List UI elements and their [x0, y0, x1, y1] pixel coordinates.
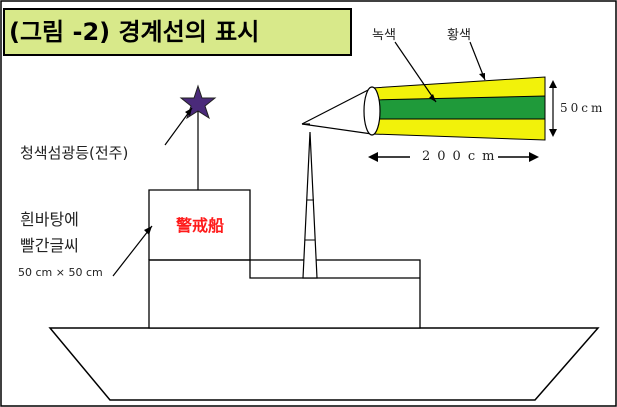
pointer-arrow-star — [164, 107, 193, 146]
arrowhead — [479, 73, 485, 80]
width-label: 50cm — [560, 101, 606, 115]
arrowhead — [144, 226, 152, 235]
pointer-arrow-green — [394, 41, 437, 103]
sign-note-line2: 빨간글씨 — [20, 236, 79, 255]
green-streamer — [371, 95, 546, 120]
sign-text: 警戒船 — [175, 216, 224, 235]
deck-house — [148, 259, 421, 329]
green-label: 녹색 — [372, 28, 396, 43]
cone-ring — [363, 86, 381, 136]
arrowhead — [549, 129, 557, 137]
cone-line-bottom — [301, 123, 373, 135]
pointer-arrow-sign — [112, 225, 153, 277]
length-label: 200cm — [422, 149, 502, 164]
antenna-mast — [302, 131, 318, 279]
cone-line-top — [301, 87, 373, 125]
sign-note-line1: 흰바탕에 — [20, 210, 79, 229]
ship-hull — [48, 327, 600, 401]
arrowhead — [368, 152, 378, 162]
star-light-icon — [179, 84, 217, 120]
sign-size-label: 50 cm × 50 cm — [18, 266, 103, 279]
figure-title: (그림 -2) 경계선의 표시 — [3, 8, 352, 56]
yellow-label: 황색 — [447, 28, 471, 43]
arrowhead — [529, 152, 539, 162]
blue-light-label: 청색섬광등(전주) — [20, 144, 129, 162]
arrowhead — [185, 108, 192, 116]
arrowhead — [429, 94, 436, 102]
arrowhead — [549, 80, 557, 88]
